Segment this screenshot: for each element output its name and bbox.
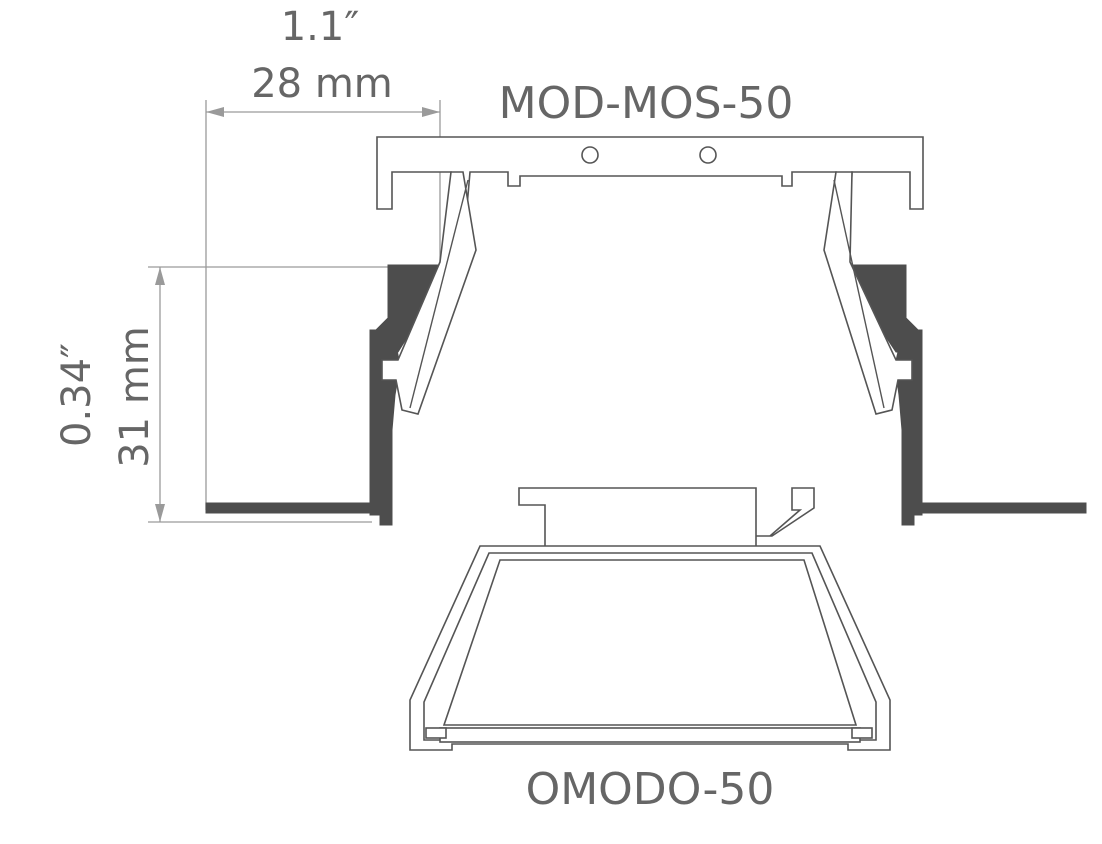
height-metric-label: 31 mm (112, 326, 158, 468)
top-part-label: MOD-MOS-50 (499, 78, 794, 129)
width-imperial-label: 1.1″ (281, 4, 360, 50)
width-arrow-right (422, 107, 440, 117)
omodo-50-endcap-left (425, 727, 447, 739)
omodo-50-diffuser (442, 559, 858, 726)
omodo-50-clip (518, 487, 815, 549)
mod-mos-50-screw-hole-right (699, 146, 717, 164)
mod-mos-50-left-leg (381, 171, 477, 415)
width-arrow-left (206, 107, 224, 117)
omodo-50-endcap-right (851, 727, 873, 739)
height-dimension: 0.34″ 31 mm (54, 266, 390, 523)
board-left-flat (205, 502, 389, 514)
omodo-50-lens (439, 727, 861, 743)
board-right-flat (909, 502, 1087, 514)
mod-mos-50-right-leg-inner (833, 179, 885, 409)
omodo-50-profile (409, 487, 891, 751)
mod-mos-50-screw-hole-left (581, 146, 599, 164)
width-metric-label: 28 mm (251, 61, 393, 107)
height-arrow-top (155, 267, 165, 285)
width-dimension: 1.1″ 28 mm (205, 4, 441, 510)
mod-mos-50-profile (376, 136, 924, 415)
height-arrow-bottom (155, 504, 165, 522)
height-imperial-label: 0.34″ (54, 343, 100, 447)
bottom-part-label: OMODO-50 (526, 764, 775, 815)
mod-mos-50-left-leg-inner (409, 179, 469, 409)
